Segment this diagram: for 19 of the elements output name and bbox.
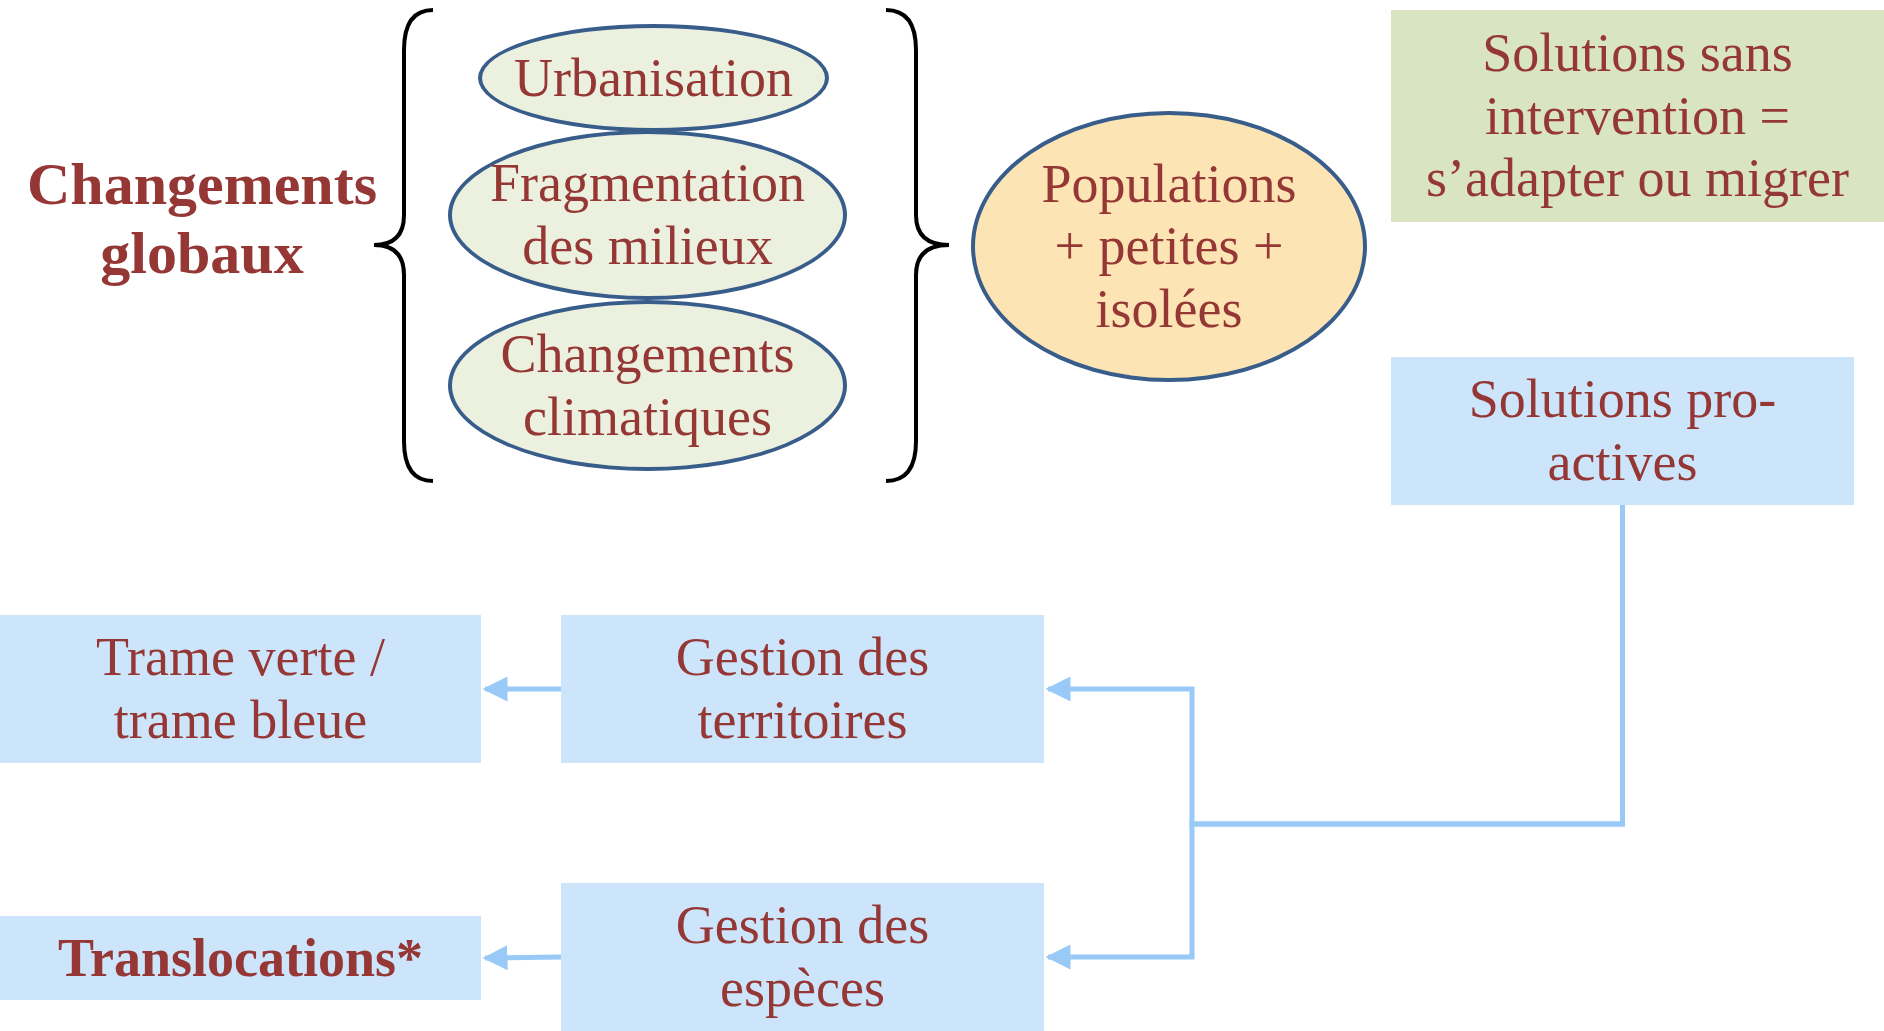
process-box [1391, 357, 1854, 505]
process-box [1391, 10, 1884, 222]
node-label: Urbanisation [514, 46, 793, 110]
process-box [0, 916, 481, 1000]
process-box [561, 615, 1044, 763]
arrow [482, 676, 561, 702]
node-label: Gestion des espèces [674, 894, 931, 1020]
node-label: Gestion des territoires [674, 626, 931, 752]
node-label: Populations + petites + isolées [1040, 152, 1298, 341]
node-label: Solutions sans intervention = s’adapter ou migrer [1425, 22, 1850, 210]
node-label: Changements climatiques [500, 322, 795, 449]
node-label: Solutions pro-actives [1467, 368, 1778, 494]
node-label: Trame verte / trame bleue [95, 626, 386, 752]
heading-text: Changements globaux [26, 150, 378, 288]
process-box [0, 615, 481, 763]
node-label: Translocations* [58, 926, 423, 990]
arrow [482, 945, 562, 971]
process-box [561, 883, 1044, 1031]
node-label: Fragmentation des milieux [490, 152, 805, 278]
